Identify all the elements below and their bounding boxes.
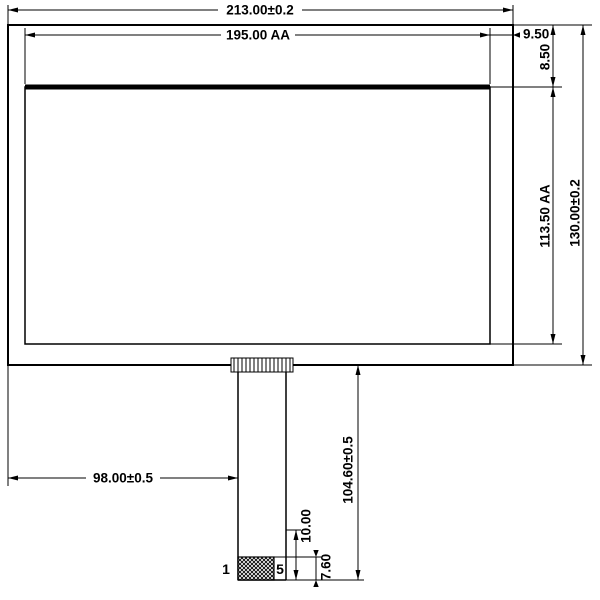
dimension-lines — [8, 7, 586, 580]
dim-tail-length-group: 104.60±0.5 — [341, 428, 356, 512]
arrow-right-margin — [513, 32, 520, 38]
dim-overall-height-label: 130.00±0.2 — [568, 179, 583, 246]
label-bg — [86, 471, 160, 485]
dim-left-to-tail-label: 98.00±0.5 — [93, 471, 153, 486]
dim-right-margin-label: 9.50 — [523, 27, 549, 42]
extension-lines — [7, 5, 592, 581]
label-bg — [221, 28, 295, 42]
pin-5-label: 5 — [276, 561, 284, 577]
arrow-contact-top — [313, 550, 319, 557]
active-area-outline — [24, 86, 491, 345]
dim-contact-len-label: 7.60 — [319, 554, 334, 580]
glass-outline — [7, 24, 514, 366]
dim-overall-width-label: 213.00±0.2 — [226, 3, 293, 18]
small-dim-arrows — [313, 32, 520, 587]
label-bg — [218, 3, 302, 17]
dim-tail-length-label: 104.60±0.5 — [341, 436, 356, 504]
dim-connector-len-label: 10.00 — [299, 509, 314, 543]
arrow-contact-bottom — [313, 580, 319, 587]
fpc-tail — [230, 357, 294, 581]
fpc-contact-area — [237, 556, 275, 581]
dim-aa-height-label: 113.50 AA — [538, 184, 553, 248]
label-bg — [341, 428, 355, 512]
dim-aa-width-label: 195.00 AA — [226, 28, 290, 43]
fpc-bond-area — [230, 357, 294, 373]
pin-1-label: 1 — [222, 561, 230, 577]
dim-top-margin-label: 8.50 — [538, 44, 553, 70]
